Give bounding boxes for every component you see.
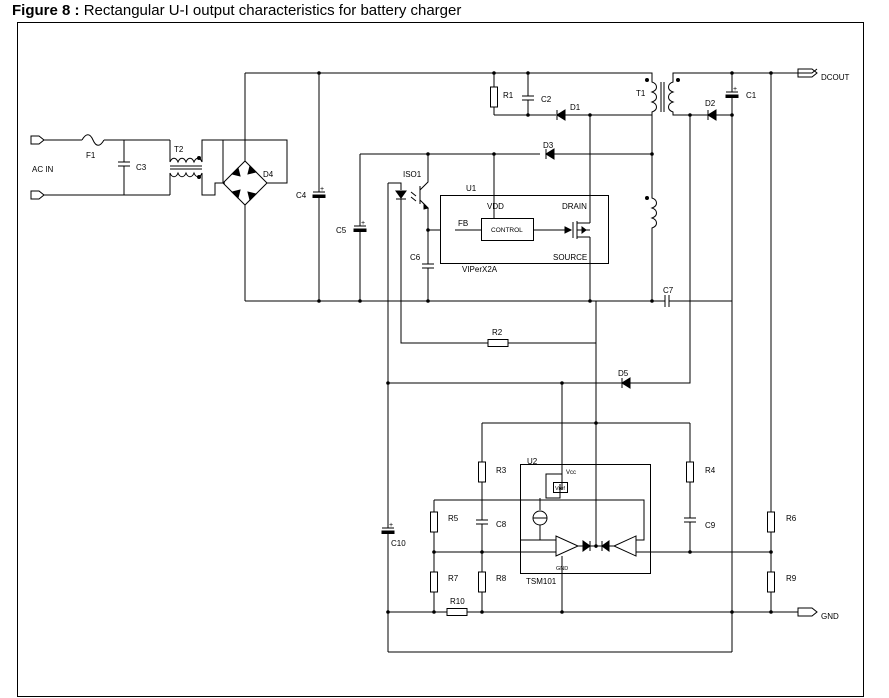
diode-d5 xyxy=(621,377,631,389)
source-pin-label: SOURCE xyxy=(553,253,587,262)
d1-label: D1 xyxy=(570,103,581,112)
r3-label: R3 xyxy=(496,466,507,475)
r5-label: R5 xyxy=(448,514,459,523)
svg-text:+: + xyxy=(389,522,393,529)
capacitor-c2 xyxy=(522,73,534,115)
svg-text:+: + xyxy=(733,86,737,93)
r9-label: R9 xyxy=(786,574,797,583)
figure-number: Figure 8 : xyxy=(12,2,80,19)
tsm101-part-label: TSM101 xyxy=(526,577,557,586)
capacitor-c7 xyxy=(664,295,670,307)
c6-label: C6 xyxy=(410,253,421,262)
r1-label: R1 xyxy=(503,91,514,100)
capacitor-c10: + xyxy=(381,383,395,652)
diode-d3 xyxy=(545,148,555,160)
d5-label: D5 xyxy=(618,369,629,378)
capacitor-c6 xyxy=(422,230,434,301)
r4-label: R4 xyxy=(705,466,716,475)
r10-label: R10 xyxy=(450,597,465,606)
r6-label: R6 xyxy=(786,514,797,523)
r8-label: R8 xyxy=(496,574,507,583)
capacitor-c9 xyxy=(684,517,696,552)
resistor-r9 xyxy=(767,571,775,612)
control-label: CONTROL xyxy=(491,227,523,234)
c8-label: C8 xyxy=(496,520,507,529)
d2-label: D2 xyxy=(705,99,716,108)
diode-d1 xyxy=(556,109,566,121)
c10-label: C10 xyxy=(391,539,406,548)
resistor-r4 xyxy=(686,423,694,518)
resistor-r10 xyxy=(446,608,468,616)
fuse-f1 xyxy=(81,134,105,146)
f1-label: F1 xyxy=(86,151,96,160)
c2-label: C2 xyxy=(541,95,552,104)
resistor-r1 xyxy=(490,73,498,115)
figure-caption: Rectangular U-I output characteristics f… xyxy=(83,2,462,19)
vref-label: Vref xyxy=(555,486,565,492)
fb-pin-label: FB xyxy=(458,219,468,228)
diode-d2 xyxy=(707,109,717,121)
current-source xyxy=(532,510,556,541)
resistor-r2 xyxy=(487,339,596,347)
ic-u2-tsm101 xyxy=(520,464,651,574)
u1-label: U1 xyxy=(466,184,477,193)
c7-label: C7 xyxy=(663,286,674,295)
u2-label: U2 xyxy=(527,457,538,466)
capacitor-c4: + xyxy=(312,73,326,301)
ic-u1-viper xyxy=(440,195,609,264)
bridge-rectifier-d4 xyxy=(222,160,268,206)
vdd-pin-label: VDD xyxy=(487,202,504,211)
ac-input-terminals xyxy=(30,135,45,200)
drain-pin-label: DRAIN xyxy=(562,202,587,211)
resistor-r3 xyxy=(478,423,486,520)
c9-label: C9 xyxy=(705,521,716,530)
t2-label: T2 xyxy=(174,145,184,154)
resistor-r7 xyxy=(430,571,438,612)
ac-in-label: AC IN xyxy=(32,165,54,174)
c3-label: C3 xyxy=(136,163,147,172)
svg-text:+: + xyxy=(320,186,324,193)
c5-label: C5 xyxy=(336,226,347,235)
capacitor-c3 xyxy=(118,140,130,195)
mosfet-switch xyxy=(572,115,591,301)
r2-label: R2 xyxy=(492,328,503,337)
viper-part-label: VIPerX2A xyxy=(462,265,498,274)
capacitor-c8 xyxy=(476,519,488,572)
resistor-r5 xyxy=(430,511,438,572)
resistor-r8 xyxy=(478,571,486,612)
dcout-label: DCOUT xyxy=(821,73,850,82)
d4-label: D4 xyxy=(263,170,274,179)
vref-block xyxy=(553,482,568,493)
transformer-t1 xyxy=(640,72,708,301)
figure-title: Figure 8 : Rectangular U-I output charac… xyxy=(12,2,461,19)
choke-t2 xyxy=(169,139,210,196)
resistor-r6 xyxy=(767,511,775,572)
c1-label: C1 xyxy=(746,91,757,100)
capacitor-c5: + xyxy=(353,154,367,301)
c4-label: C4 xyxy=(296,191,307,200)
capacitor-c1: + xyxy=(725,73,739,652)
svg-text:+: + xyxy=(361,220,365,227)
t1-label: T1 xyxy=(636,89,646,98)
gnd-label: GND xyxy=(821,612,839,621)
r7-label: R7 xyxy=(448,574,459,583)
diode-pair xyxy=(582,540,610,552)
iso1-label: ISO1 xyxy=(403,170,422,179)
vcc-pin-label: Vcc xyxy=(566,470,576,476)
diagram-frame xyxy=(17,22,864,697)
d3-label: D3 xyxy=(543,141,554,150)
optocoupler-iso1 xyxy=(387,154,488,383)
